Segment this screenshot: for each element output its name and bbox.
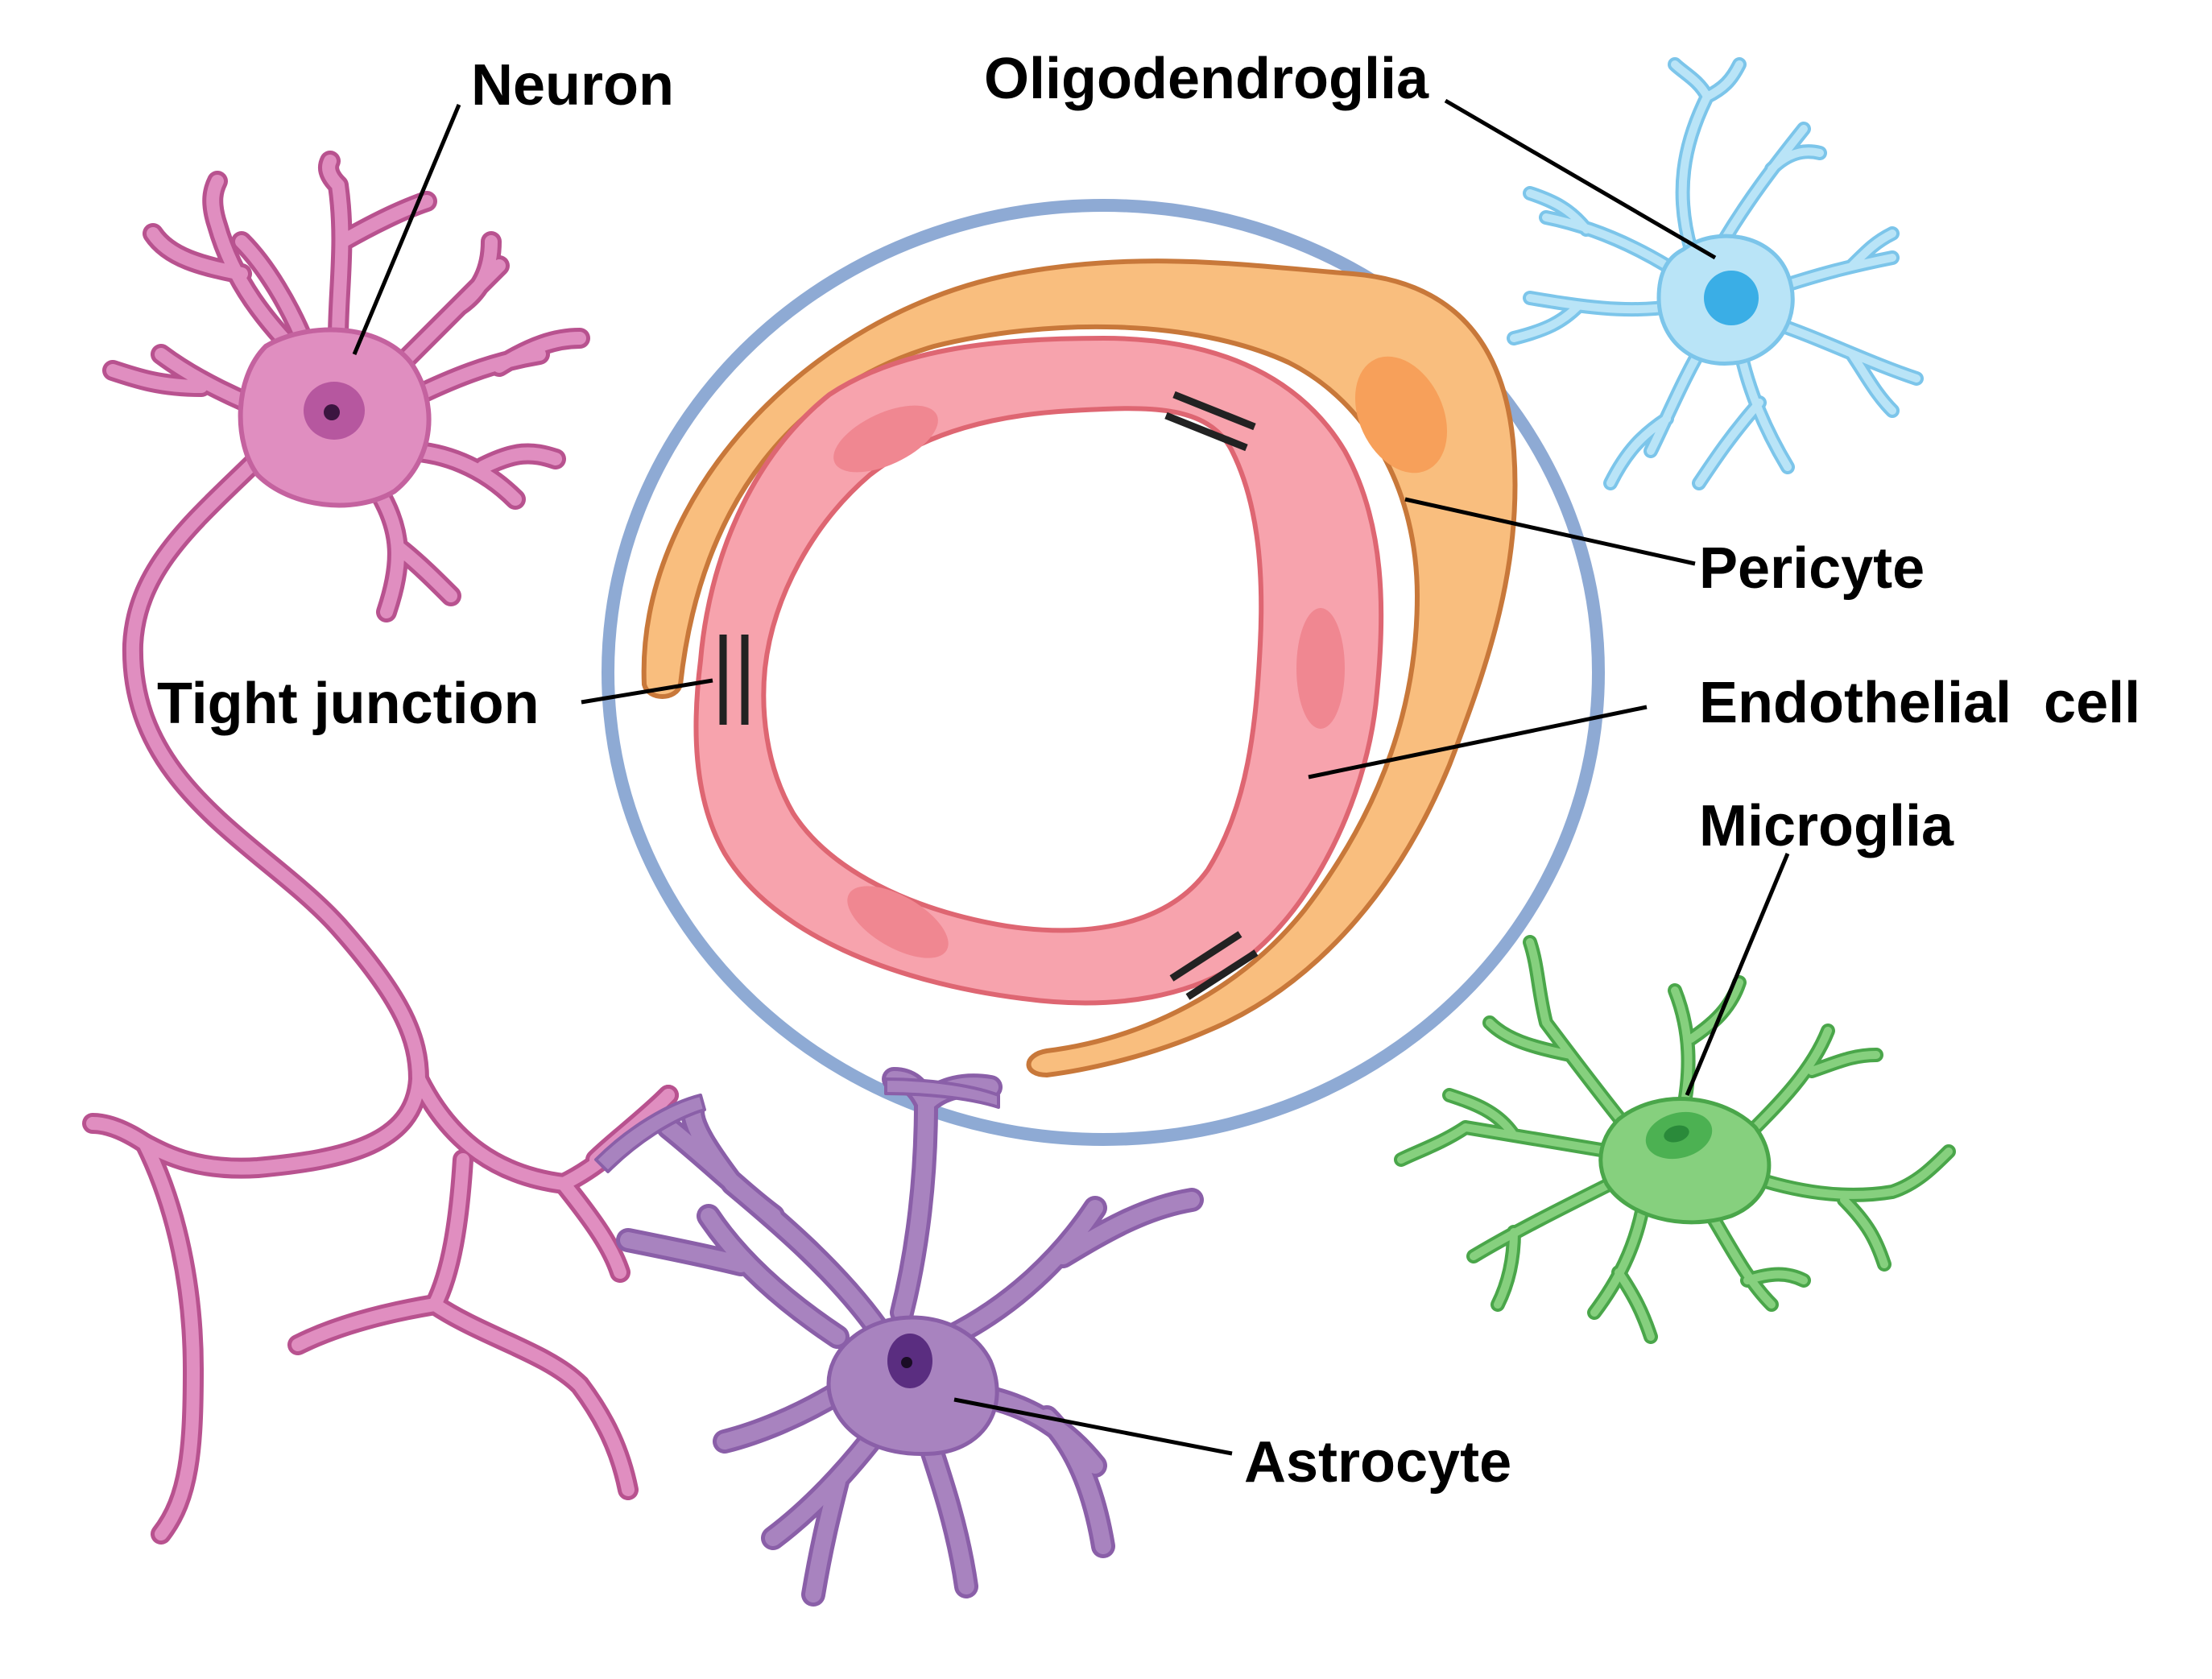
endothelial-nucleus	[1296, 608, 1345, 729]
tight-junction-leader	[581, 678, 713, 705]
astrocyte-cell	[594, 1067, 1204, 1607]
endothelial-nucleus	[833, 405, 938, 473]
pericyte-nucleus	[1354, 356, 1448, 474]
endothelial-cell-label: Endothelial cell	[1699, 671, 2140, 735]
pericyte-cell	[641, 258, 1518, 1078]
endothelial-cell-layer	[693, 335, 1384, 1006]
pericyte-leader	[1404, 497, 1696, 566]
endothelial-nucleus	[847, 886, 949, 958]
oligodendroglia-nucleus	[1704, 271, 1759, 325]
neuron-label: Neuron	[471, 53, 674, 118]
leader-lines	[352, 98, 1790, 1456]
neuron-cell	[82, 151, 679, 1545]
blood-vessel	[602, 199, 1605, 1146]
tight-junction-marks	[719, 391, 1259, 1000]
labels: Neuron Oligodendroglia Pericyte Tight ju…	[157, 47, 2140, 1495]
oligodendroglia-cell	[1507, 57, 1924, 490]
microglia-leader	[1685, 853, 1790, 1096]
tight-junction-label: Tight junction	[157, 672, 540, 736]
pericyte-label: Pericyte	[1699, 536, 1925, 601]
endothelial-cell-leader	[1308, 705, 1648, 780]
neuron-leader	[352, 104, 461, 355]
microglia-cell	[1394, 935, 1956, 1344]
basement-membrane	[602, 199, 1605, 1146]
microglia-label: Microglia	[1699, 794, 1954, 858]
astrocyte-label: Astrocyte	[1244, 1430, 1511, 1495]
astrocyte-leader	[953, 1397, 1233, 1456]
oligodendroglia-leader	[1444, 98, 1717, 260]
oligodendroglia-label: Oligodendroglia	[984, 47, 1429, 111]
